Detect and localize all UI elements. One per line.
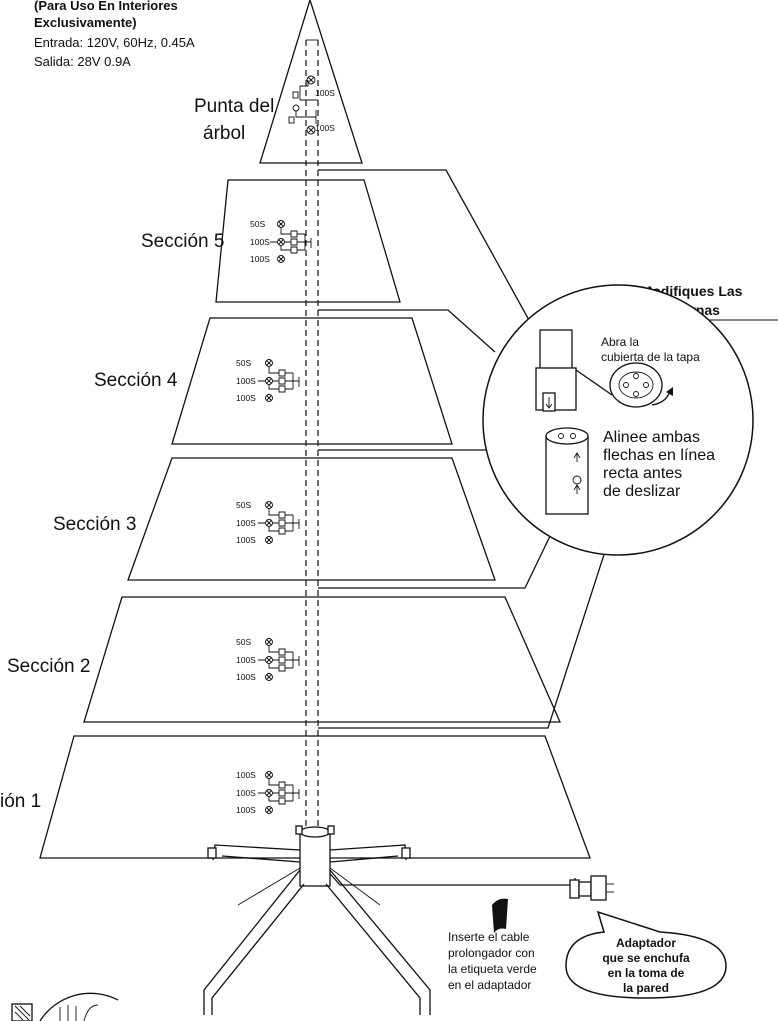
callout-align-line4: de deslizar	[603, 483, 681, 500]
s2-bulb-label-3: 100S	[236, 672, 256, 682]
tip-bulb-label-2: 100S	[315, 123, 335, 133]
callout-align-line2: flechas en línea	[603, 447, 715, 464]
label-tip-line2: árbol	[203, 123, 245, 144]
spec-output: Salida: 28V 0.9A	[34, 54, 131, 69]
s1-bulb-label-3: 100S	[236, 805, 256, 815]
adapter-plug-icon	[569, 875, 614, 901]
s2-bulb-label-2: 100S	[236, 655, 256, 665]
s3-bulb-label-2: 100S	[236, 518, 256, 528]
leader-line-s2	[318, 504, 621, 729]
section-4-bulb-cluster: 50S 100S 100S	[236, 358, 300, 403]
label-section-2: Sección 2	[7, 656, 90, 677]
callout-align-line3: recta antes	[603, 465, 682, 482]
adapter-line4: la pared	[623, 981, 669, 995]
cable-note-line2: prolongador con	[448, 946, 535, 960]
spec-indoor-line2: Exclusivamente)	[34, 15, 137, 30]
tree-stand	[203, 825, 431, 1015]
s4-bulb-label-3: 100S	[236, 393, 256, 403]
label-section-5: Sección 5	[141, 231, 224, 252]
s5-bulb-label-2: 100S	[250, 237, 270, 247]
pole-cap-detail	[535, 329, 673, 412]
section-2-outline	[83, 596, 561, 723]
section-3-outline	[127, 457, 496, 581]
pole-align-detail	[545, 427, 589, 515]
section-5-outline	[215, 179, 401, 303]
s1-bulb-label-2: 100S	[236, 788, 256, 798]
label-section-4: Sección 4	[94, 370, 178, 391]
adapter-line3: en la toma de	[608, 966, 685, 980]
label-section-1: ión 1	[0, 791, 41, 812]
tip-bulb-cluster: 100S 100S	[288, 75, 335, 135]
spec-input: Entrada: 120V, 60Hz, 0.45A	[34, 35, 195, 50]
partial-detail-bottom-left	[11, 992, 119, 1021]
detail-callout-circle	[482, 284, 754, 556]
adapter-line1: Adaptador	[616, 936, 676, 950]
cable-note-line1: Inserte el cable	[448, 930, 530, 944]
cable-note-line4: en el adaptador	[448, 978, 531, 992]
section-3-bulb-cluster: 50S 100S 100S	[236, 500, 300, 545]
callout-open-line1: Abra la	[601, 335, 639, 349]
s4-bulb-label-2: 100S	[236, 376, 256, 386]
leader-line-top	[318, 169, 541, 341]
label-section-3: Sección 3	[53, 514, 136, 535]
s5-bulb-label-3: 100S	[250, 254, 270, 264]
tip-bulb-label-1: 100S	[315, 88, 335, 98]
section-2-bulb-cluster: 50S 100S 100S	[236, 637, 300, 682]
s5-bulb-label-1: 50S	[250, 219, 265, 229]
s1-bulb-label-1: 100S	[236, 770, 256, 780]
s3-bulb-label-1: 50S	[236, 500, 251, 510]
section-1-outline	[39, 735, 591, 859]
callout-align-line1: Alinee ambas	[603, 429, 700, 446]
section-1-bulb-cluster: 100S 100S 100S	[236, 770, 300, 815]
label-tip-line1: Punta del	[194, 96, 274, 117]
callout-open-line2: cubierta de la tapa	[601, 350, 700, 364]
tree-tip-outline	[259, 0, 363, 164]
section-4-outline	[171, 317, 453, 445]
power-cable	[317, 859, 576, 886]
leader-line-mid	[318, 309, 496, 353]
section-5-bulb-cluster: 50S 100S 100S	[250, 219, 312, 264]
s2-bulb-label-1: 50S	[236, 637, 251, 647]
s3-bulb-label-3: 100S	[236, 535, 256, 545]
adapter-line2: que se enchufa	[602, 951, 690, 965]
cable-wrap	[492, 898, 508, 933]
spec-indoor-line1: (Para Uso En Interiores	[34, 0, 178, 13]
cable-note-line3: la etiqueta verde	[448, 962, 537, 976]
s4-bulb-label-1: 50S	[236, 358, 251, 368]
adapter-bubble	[565, 910, 727, 999]
